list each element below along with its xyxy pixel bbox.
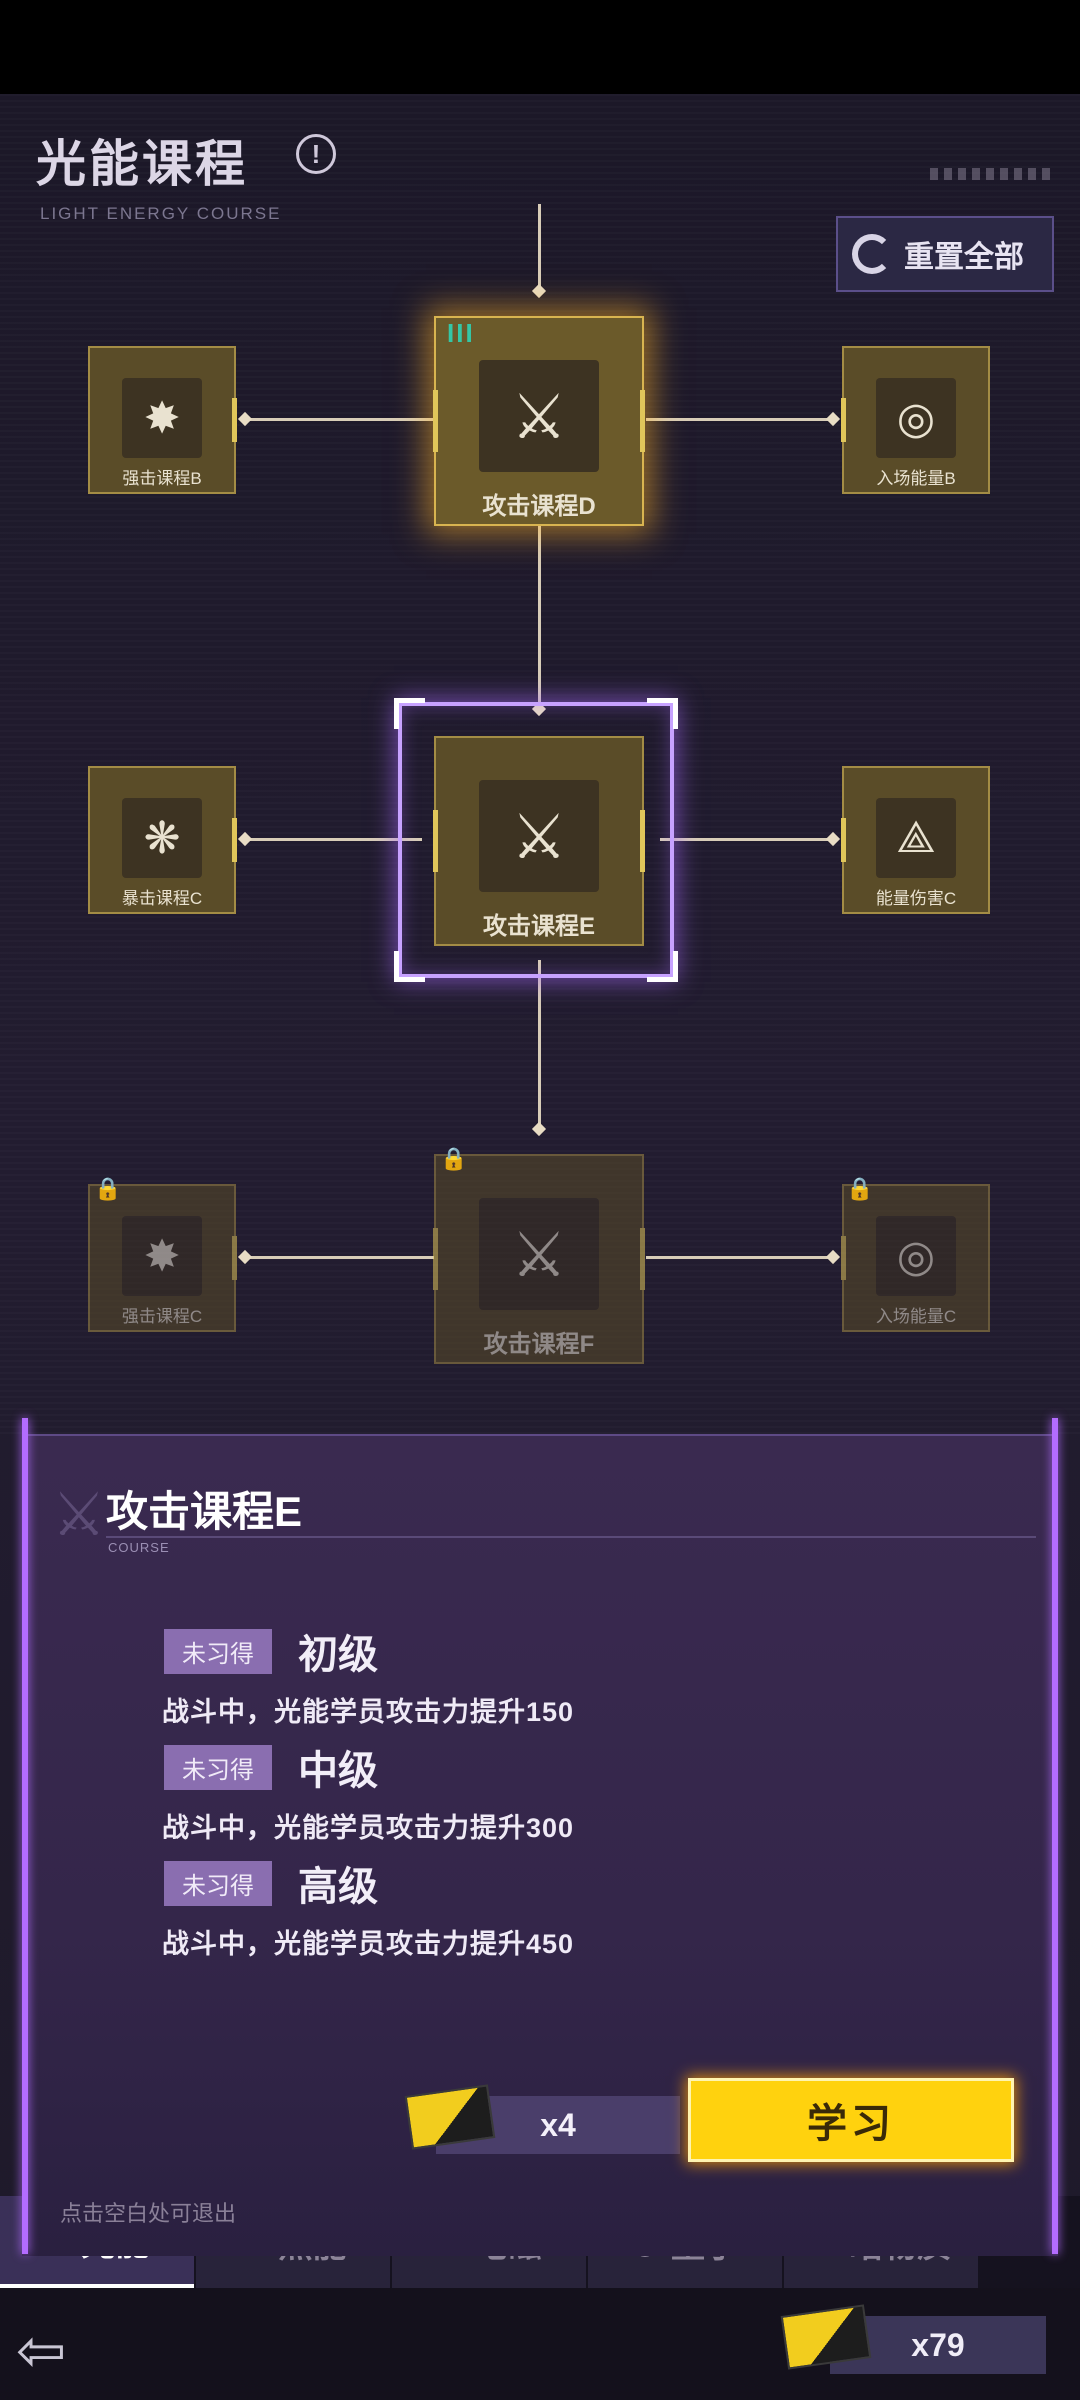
tier-description: 战斗中，光能学员攻击力提升450 <box>162 1929 575 1959</box>
node-label: 入场能量B <box>876 469 956 488</box>
energy-damage-icon: ⟁ <box>876 798 956 878</box>
lock-icon: 🔒 <box>94 1176 122 1201</box>
node-entry-b[interactable]: ◎ 入场能量B <box>841 346 990 494</box>
reset-all-label: 重置全部 <box>904 241 1024 274</box>
panel-subtitle: COURSE <box>108 1540 170 1555</box>
tier-name: 中级 <box>298 1749 378 1793</box>
course-card-icon <box>780 2304 872 2370</box>
strike-icon: ✸ <box>122 378 202 458</box>
panel-edge <box>1052 1418 1058 2254</box>
reset-all-button[interactable]: 重置全部 <box>836 216 1054 292</box>
connector-row2-left <box>240 838 422 841</box>
panel-edge <box>22 1418 28 2254</box>
connector-mid2 <box>538 960 541 1126</box>
node-crit-c[interactable]: ❋ 暴击课程C <box>88 766 237 914</box>
selection-frame <box>394 698 678 982</box>
reset-icon <box>852 234 892 274</box>
node-label: 入场能量C <box>875 1307 957 1326</box>
exit-hint: 点击空白处可退出 <box>60 2201 237 2226</box>
tier-name: 初级 <box>298 1633 378 1677</box>
tier-name: 高级 <box>298 1865 378 1909</box>
node-label: 攻击课程D <box>482 493 596 520</box>
course-card-icon <box>404 2084 496 2150</box>
decorative-dots <box>930 168 1050 180</box>
crit-icon: ❋ <box>122 798 202 878</box>
connector-row1-left <box>240 418 434 421</box>
info-icon[interactable]: ! <box>296 134 336 174</box>
status-bar <box>0 0 1080 94</box>
course-logo-icon: ⚔ <box>52 1481 106 1548</box>
node-entry-locked[interactable]: ◎ 入场能量C <box>841 1184 990 1332</box>
node-energy-dmg-c[interactable]: ⟁ 能量伤害C <box>841 766 990 914</box>
status-badge: 未习得 <box>164 1628 272 1674</box>
attack-icon: ⚔ <box>479 780 599 892</box>
node-level-badge: III <box>447 318 475 348</box>
divider <box>106 1536 1036 1538</box>
node-label: 强击课程C <box>121 1307 203 1326</box>
node-attack-locked[interactable]: ⚔ 攻击课程F <box>433 1154 645 1364</box>
node-attack-e[interactable]: ⚔ 攻击课程E <box>433 736 645 946</box>
node-attack-d[interactable]: ⚔ 攻击课程D <box>433 316 645 526</box>
node-label: 攻击课程F <box>483 1331 595 1358</box>
lock-icon: 🔒 <box>846 1176 874 1201</box>
connector-top <box>538 204 541 296</box>
node-strike-locked[interactable]: ✸ 强击课程C <box>88 1184 237 1332</box>
entry-energy-icon: ◎ <box>876 1216 956 1296</box>
connector-mid1 <box>538 524 541 708</box>
tier-description: 战斗中，光能学员攻击力提升300 <box>162 1813 575 1843</box>
node-label: 攻击课程E <box>482 913 595 940</box>
page-subtitle: LIGHT ENERGY COURSE <box>40 204 282 223</box>
strike-icon: ✸ <box>122 1216 202 1296</box>
attack-icon: ⚔ <box>479 360 599 472</box>
tier-row: 未习得 初级 <box>164 1622 378 1680</box>
node-label: 强击课程B <box>122 469 202 488</box>
panel-title: 攻击课程E <box>106 1488 303 1535</box>
status-badge: 未习得 <box>164 1744 272 1790</box>
node-label: 能量伤害C <box>875 889 957 908</box>
page-title: 光能课程 <box>36 136 248 192</box>
status-badge: 未习得 <box>164 1860 272 1906</box>
node-label: 暴击课程C <box>121 889 203 908</box>
connector-row2-right <box>660 838 838 841</box>
attack-icon: ⚔ <box>479 1198 599 1310</box>
tier-row: 未习得 高级 <box>164 1854 378 1912</box>
connector-row1-right <box>646 418 838 421</box>
tier-row: 未习得 中级 <box>164 1738 378 1796</box>
connector-row3-left <box>240 1256 434 1259</box>
tier-description: 战斗中，光能学员攻击力提升150 <box>162 1697 575 1727</box>
node-strike-b[interactable]: ✸ 强击课程B <box>88 346 237 494</box>
learn-button[interactable]: 学习 <box>688 2078 1014 2162</box>
connector-row3-right <box>646 1256 838 1259</box>
lock-icon: 🔒 <box>440 1146 468 1171</box>
entry-energy-icon: ◎ <box>876 378 956 458</box>
back-arrow-icon[interactable]: ⇦ <box>16 2317 67 2384</box>
